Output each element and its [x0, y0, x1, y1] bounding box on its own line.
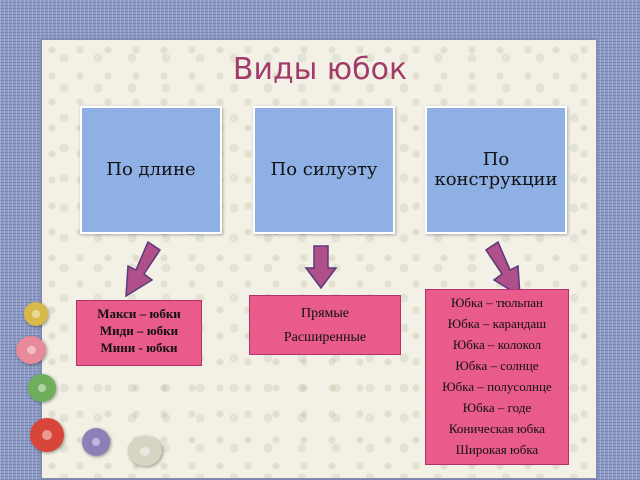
silhouette-type-item: Прямые — [300, 306, 350, 321]
length-type-item: Макси – юбки — [97, 306, 181, 321]
arrow-down-left-icon — [125, 240, 162, 298]
slide-title: Виды юбок — [232, 52, 408, 87]
construction-type-item: Юбка – карандаш — [447, 316, 547, 331]
category-box-construction: По конструкции — [425, 106, 567, 234]
construction-type-item: Юбка – годе — [462, 400, 532, 415]
yellow-button-icon — [24, 302, 48, 326]
white-button-icon — [128, 436, 162, 466]
construction-type-item: Юбка – полусолнце — [442, 379, 552, 394]
construction-types-box: Юбка – тюльпан Юбка – карандаш Юбка – ко… — [425, 289, 569, 465]
purple-button-icon — [82, 428, 110, 456]
length-type-item: Миди – юбки — [99, 323, 179, 338]
category-box-silhouette: По силуэту — [253, 106, 395, 234]
length-types-box: Макси – юбки Миди – юбки Мини - юбки — [76, 300, 202, 366]
construction-type-item: Юбка – солнце — [455, 358, 539, 373]
red-button-icon — [30, 418, 64, 452]
construction-type-item: Коническая юбка — [448, 421, 546, 436]
silhouette-type-item: Расширенные — [283, 330, 367, 345]
arrow-down-icon — [304, 245, 338, 290]
construction-type-item: Широкая юбка — [455, 442, 539, 457]
pink-button-icon — [16, 336, 46, 364]
green-button-icon — [28, 374, 56, 402]
silhouette-types-box: Прямые Расширенные — [249, 295, 401, 355]
category-label-construction: По конструкции — [434, 149, 558, 190]
construction-type-item: Юбка – колокол — [452, 337, 542, 352]
category-label-silhouette: По силуэту — [270, 159, 378, 180]
category-box-length: По длине — [80, 106, 222, 234]
category-label-length: По длине — [106, 159, 196, 180]
construction-type-item: Юбка – тюльпан — [450, 295, 544, 310]
arrow-down-right-icon — [484, 240, 521, 298]
length-type-item: Мини - юбки — [100, 340, 178, 355]
